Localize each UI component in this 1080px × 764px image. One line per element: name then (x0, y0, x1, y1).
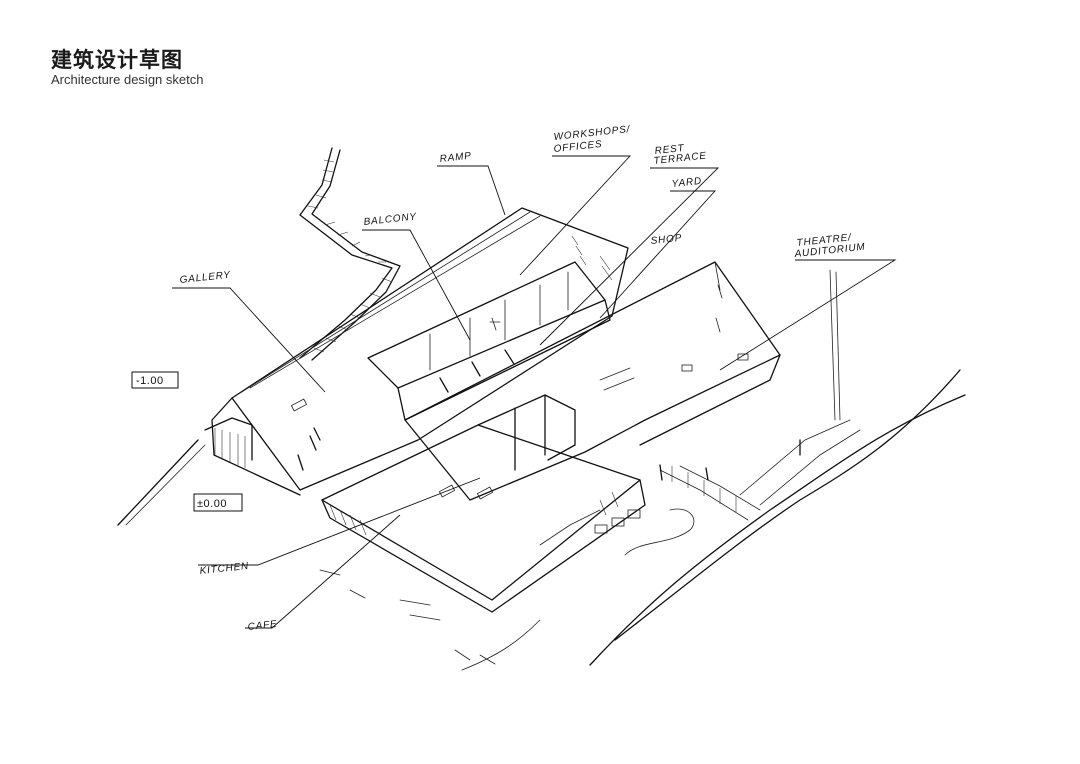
level-ground-text: ±0.00 (197, 498, 227, 510)
title-block: 建筑设计草图 Architecture design sketch (51, 48, 203, 87)
leader-lines (172, 155, 897, 629)
label-cafe: CAFE (247, 619, 278, 633)
page-subtitle: Architecture design sketch (51, 72, 204, 87)
gallery-wing (117, 207, 629, 526)
page-title: 建筑设计草图 (51, 48, 183, 72)
level-marker-upper: -1.00 (131, 371, 179, 389)
balcony-strip (367, 235, 613, 421)
label-yard: YARD (671, 176, 702, 190)
label-offices: OFFICES (553, 139, 603, 155)
level-marker-ground: ±0.00 (193, 493, 243, 512)
level-upper-text: -1.00 (136, 375, 164, 387)
label-kitchen: KITCHEN (199, 561, 249, 577)
label-shop: SHOP (650, 233, 683, 247)
front-roof (321, 394, 695, 613)
label-ramp: RAMP (439, 151, 472, 165)
label-gallery: GALLERY (179, 270, 232, 286)
landscape (319, 269, 966, 671)
exterior-stair (299, 147, 401, 361)
theatre-block (404, 261, 781, 501)
label-balcony: BALCONY (363, 211, 418, 228)
label-rest: REST (654, 143, 685, 157)
